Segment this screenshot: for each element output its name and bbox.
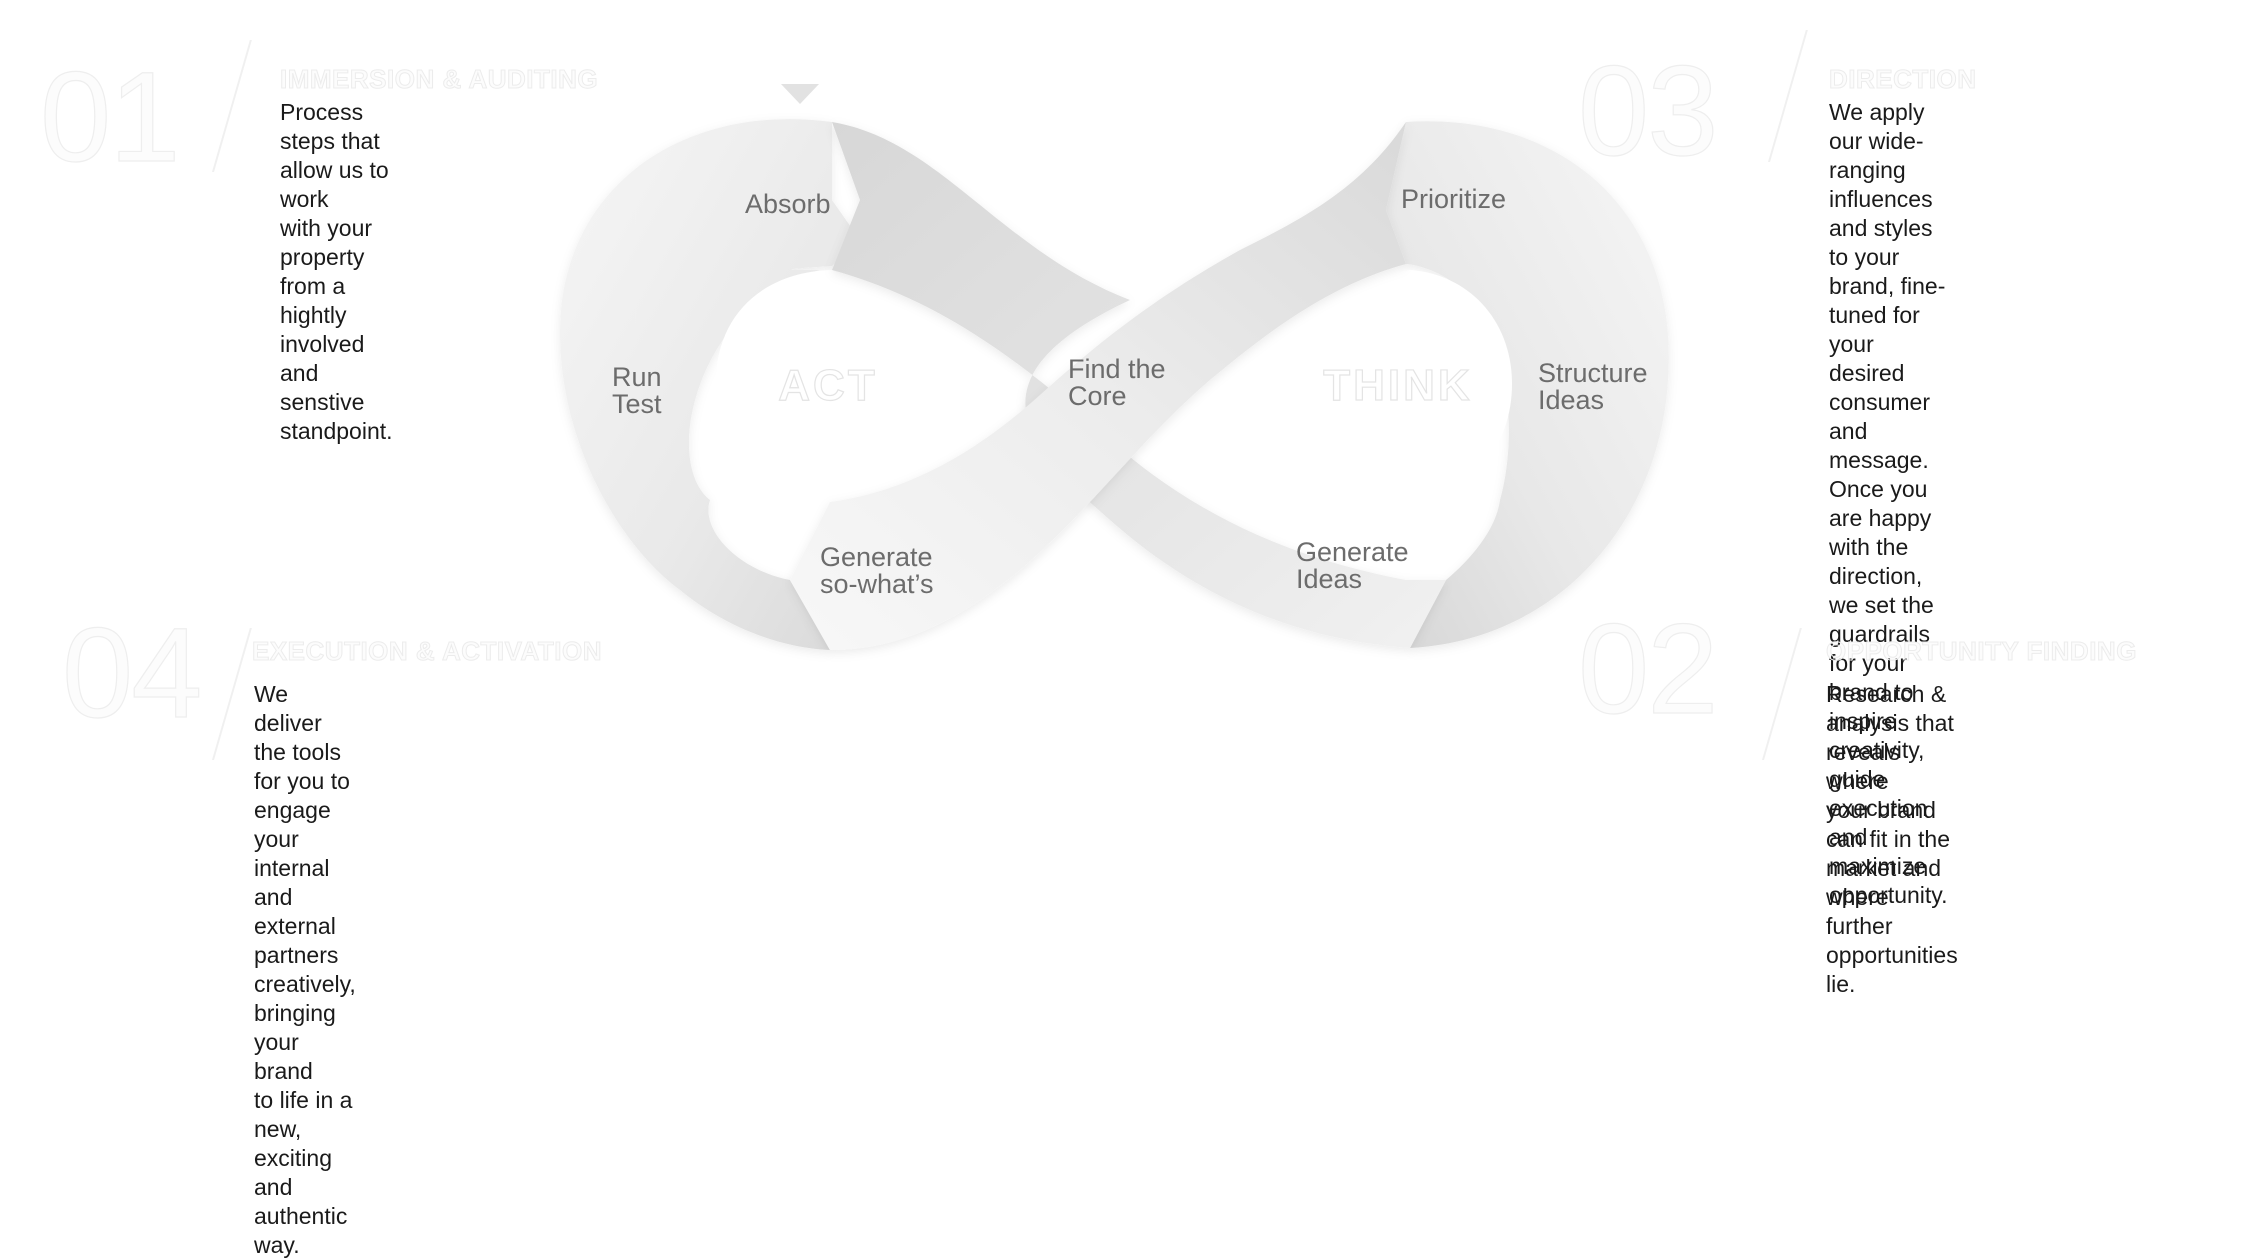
stage-label-generate-so-whats: Generate so-what’s xyxy=(820,542,940,599)
stage-label-structure-ideas: Structure Ideas xyxy=(1538,358,1655,415)
left-loop-band xyxy=(560,119,860,651)
body-line: Research & analysis that reveals where xyxy=(1826,681,1954,794)
stage-label-absorb: Absorb xyxy=(745,189,831,219)
right-loop-hole xyxy=(1238,270,1512,500)
body-line: involved and senstive standpoint. xyxy=(280,331,393,444)
diagonal-band-sowhat xyxy=(790,122,1406,650)
section-number: 01 xyxy=(39,46,181,189)
stage-label-generate-ideas: Generate Ideas xyxy=(1296,537,1416,594)
section-number: 02 xyxy=(1577,598,1719,741)
body-line: to life in a new, exciting and authentic… xyxy=(254,1087,353,1258)
body-line: Process steps that allow us to work xyxy=(280,99,389,212)
body-line: and external partners creatively, bringi… xyxy=(254,884,356,1084)
section-body: Process steps that allow us to work with… xyxy=(280,98,393,446)
body-line: we set the guardrails for your brand to xyxy=(1829,592,1934,705)
body-line: where further opportunities lie. xyxy=(1826,884,1958,997)
body-line: with your property from a hightly xyxy=(280,215,373,328)
top-arrow-icon xyxy=(781,84,819,104)
think-center-label: THINK xyxy=(1323,361,1472,410)
section-heading: Opportunity Finding xyxy=(1826,636,2137,666)
body-line: and styles to your brand, fine-tuned for xyxy=(1829,215,1946,328)
act-center-label: ACT xyxy=(778,361,877,410)
left-loop-hole xyxy=(716,270,985,502)
section-heading: Direction xyxy=(1829,64,1977,94)
body-line: We apply our wide-ranging influences xyxy=(1829,99,1933,212)
stage-label-run-test: Run Test xyxy=(612,362,669,419)
diagonal-band-core xyxy=(832,122,1446,648)
section-number: 04 xyxy=(61,602,203,745)
section-number: 03 xyxy=(1577,40,1719,183)
body-line: Once you are happy with the direction, xyxy=(1829,476,1932,589)
section-heading: Execution & Activation xyxy=(252,636,602,666)
body-line: your desired consumer and message. xyxy=(1829,331,1930,473)
body-line: your brand can fit in the market and xyxy=(1826,797,1951,881)
stage-label-find-the-core: Find the Core xyxy=(1068,354,1173,411)
section-heading: Immersion & Auditing xyxy=(279,64,599,94)
infinity-loop-diagram: ACT THINK Absorb Run Test Generate so-wh… xyxy=(560,84,1669,651)
right-loop-band xyxy=(1386,121,1669,648)
stage-label-prioritize: Prioritize xyxy=(1401,184,1506,214)
